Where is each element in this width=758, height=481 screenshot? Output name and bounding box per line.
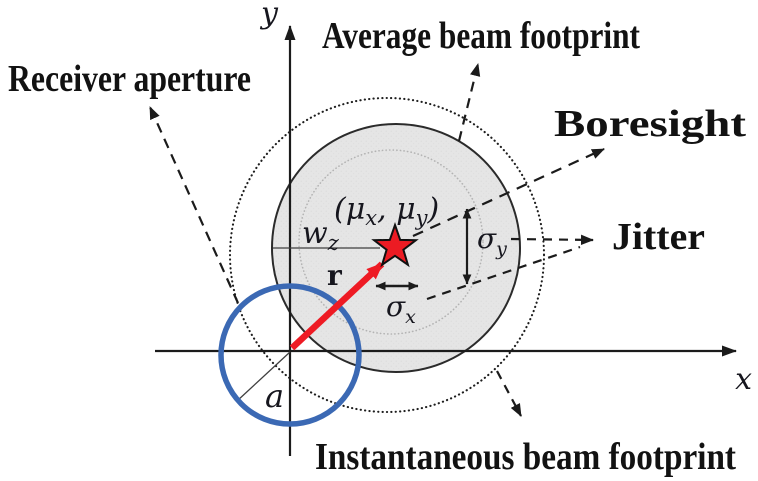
average-footprint-pointer-arrow	[457, 63, 481, 142]
displacement-vector-r	[289, 261, 385, 351]
x-axis-label: x	[735, 362, 752, 397]
aperture-radius-line	[236, 351, 291, 402]
instantaneous-beam-footprint-circle	[228, 96, 546, 414]
instantaneous-footprint-pointer-arrow	[496, 370, 522, 417]
instantaneous-beam-footprint-label: Instantaneous beam footprint	[315, 436, 736, 478]
receiver-aperture-circle	[218, 283, 362, 427]
displacement-vector-label: r	[327, 259, 343, 292]
jitter-pointer-arrow	[510, 234, 594, 246]
aperture-radius-label: a	[265, 377, 284, 415]
y-axis-label: y	[259, 0, 279, 31]
boresight-pointer-arrow	[412, 147, 605, 238]
receiver-aperture-pointer-arrow	[148, 106, 240, 304]
average-beam-footprint-label: Average beam footprint	[322, 15, 640, 57]
sigma-x-label: σx	[386, 290, 416, 328]
inner-dotted-footprint-circle	[298, 149, 484, 335]
boresight-label: Boresight	[554, 103, 746, 145]
sigma-y-label: σy	[477, 222, 507, 260]
jitter-connector-line	[426, 245, 581, 301]
beam-radius-label: wz	[302, 216, 340, 255]
mean-offset-label: (μx, μy)	[334, 192, 439, 230]
beam-center-star	[371, 221, 419, 268]
jitter-label: Jitter	[612, 216, 705, 258]
receiver-aperture-label: Receiver aperture	[8, 58, 251, 100]
